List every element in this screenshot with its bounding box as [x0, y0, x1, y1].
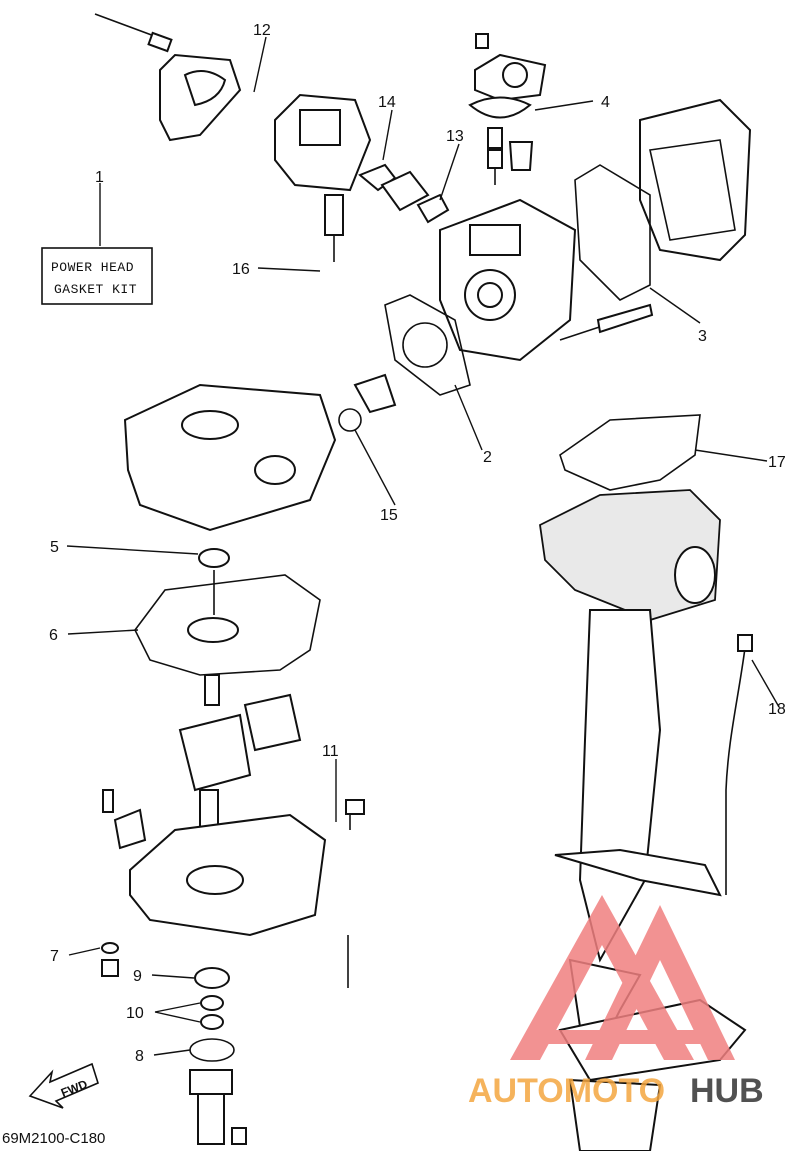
- callout-3: 3: [698, 328, 707, 345]
- callout-14: 14: [378, 94, 396, 111]
- intake-spacer: [380, 170, 430, 212]
- bearing-lower: [200, 1014, 224, 1030]
- washer-7: [101, 942, 119, 954]
- callout-12: 12: [253, 22, 271, 39]
- watermark-text-primary: AUTOMOTO: [468, 1072, 665, 1110]
- kit-label-line2: GASKET KIT: [54, 282, 137, 297]
- callout-8: 8: [135, 1048, 144, 1065]
- cylinder-block: [439, 198, 654, 362]
- callout-10: 10: [126, 1005, 144, 1022]
- bearing-upper: [200, 995, 224, 1011]
- callout-17: 17: [768, 454, 786, 471]
- callout-1: 1: [95, 169, 104, 186]
- oil-seal-lower: [194, 967, 230, 989]
- callout-13: 13: [446, 128, 464, 145]
- callout-9: 9: [133, 968, 142, 985]
- callout-4: 4: [601, 94, 610, 111]
- watermark: AUTOMOTO HUB: [468, 895, 764, 1110]
- kit-label-box: POWER HEAD GASKET KIT: [41, 247, 153, 305]
- cylinder-head-gasket: [384, 294, 471, 396]
- fuel-hose: [725, 647, 746, 895]
- callout-5: 5: [50, 539, 59, 556]
- crankshaft: [178, 674, 302, 831]
- drawing-code: 69M2100-C180: [2, 1130, 105, 1147]
- watermark-text-secondary: HUB: [690, 1072, 764, 1110]
- callout-11: 11: [322, 743, 339, 760]
- kit-label-line1: POWER HEAD: [51, 260, 134, 275]
- callout-7: 7: [50, 948, 59, 965]
- exhaust-cover: [574, 98, 752, 301]
- callout-16: 16: [232, 261, 250, 278]
- crankcase-upper: [123, 373, 397, 532]
- intake-gasket-small: [416, 193, 450, 224]
- oil-seal-upper: [198, 548, 230, 568]
- crankcase-gasket: [134, 574, 321, 676]
- triangle-logo-icon: [510, 895, 735, 1060]
- callout-2: 2: [483, 449, 492, 466]
- leader-lines: [66, 36, 780, 1056]
- o-ring-8: [189, 1038, 235, 1062]
- shaft-housing: [189, 1069, 247, 1145]
- callout-18: 18: [768, 701, 786, 718]
- carburetor: [94, 13, 372, 262]
- fuel-pump: [468, 33, 547, 185]
- forward-arrow-icon: FWD: [28, 1062, 99, 1109]
- callout-15: 15: [380, 507, 398, 524]
- drive-shaft-gasket: [559, 414, 701, 491]
- callout-6: 6: [49, 627, 58, 644]
- crankcase-lower: [102, 789, 365, 937]
